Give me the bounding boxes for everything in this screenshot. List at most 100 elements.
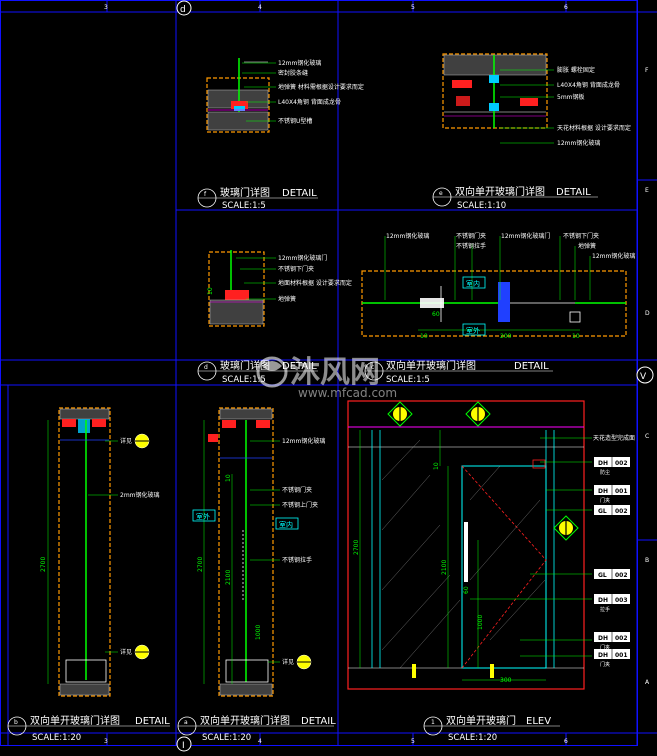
elevation-dimension: 300 (500, 677, 512, 684)
material-tag-code: DH (598, 488, 608, 495)
axis-marker-bottom: I (176, 736, 192, 752)
detail-a-room-out: 室外 (196, 512, 210, 521)
detail-c-title-block: c (364, 361, 553, 381)
detail-a-note: 不锈钢拉手 (282, 556, 312, 564)
detail-f-note: 地弹簧 材料需根据设计要求而定 (278, 83, 364, 91)
detail-f-drawing (206, 58, 270, 133)
elevation-scale: SCALE:1:20 (448, 733, 497, 743)
detail-f-title: 玻璃门详图 (220, 186, 270, 199)
watermark-url: www.mfcad.com (298, 386, 397, 400)
detail-c-dimension: 60 (432, 311, 440, 318)
detail-f-title-en: DETAIL (282, 188, 317, 199)
elevation-dimension: 60 (463, 586, 470, 594)
material-tag-code: DH (598, 652, 608, 659)
grid-row-label: B (645, 557, 649, 564)
detail-a-note: 12mm钢化玻璃 (282, 437, 325, 445)
detail-e-leaders (500, 69, 554, 144)
material-tag-label: 门夹 (600, 661, 610, 668)
detail-d-title-en: DETAIL (282, 361, 317, 372)
detail-c-dimension: 10 (572, 333, 580, 340)
grid-col-label-bottom: 5 (411, 738, 415, 745)
watermark-brand: 沐风网 (290, 355, 380, 390)
detail-a-callout: 详见 (282, 658, 294, 666)
detail-e-note: 天花材料根据 设计要求而定 (557, 124, 631, 132)
grid-col-label-top: 4 (258, 4, 262, 11)
detail-d-note: 不锈钢下门夹 (278, 265, 314, 273)
axis-marker-top: d (176, 0, 192, 16)
room-out-box (192, 509, 216, 522)
elevation-dimension: 2700 (353, 540, 360, 555)
room-out-box (462, 323, 486, 336)
detail-d-note: 12mm钢化玻璃门 (278, 254, 327, 262)
grid-col-label-top: 6 (564, 4, 568, 11)
detail-e-note: 膨胀 螺栓固定 (557, 66, 595, 74)
elevation-leaders (470, 437, 592, 657)
detail-a-room-in: 室内 (279, 520, 293, 529)
detail-c-room-out: 室外 (466, 326, 480, 335)
svg-text:e: e (439, 190, 443, 197)
detail-f-title-block: f (197, 188, 318, 208)
detail-b-title-en: DETAIL (135, 716, 170, 727)
detail-a-drawing (203, 407, 274, 697)
grid-row-label: C (645, 433, 649, 440)
elevation-glass-hatch (381, 439, 546, 669)
svg-text:f: f (204, 191, 207, 198)
grid-row-label: F (645, 67, 649, 74)
grid-col-label-bottom: 4 (258, 738, 262, 745)
svg-text:a: a (184, 719, 188, 726)
elevation-dimension: 2100 (441, 560, 448, 575)
grid-col-label-bottom: 3 (104, 738, 108, 745)
detail-d-title-block: d (197, 361, 318, 381)
material-tag-code: DH (598, 460, 608, 467)
elevation-title-en: ELEV (526, 716, 551, 727)
detail-f-scale: SCALE:1:5 (222, 201, 266, 211)
detail-c-note: 地弹簧 (578, 242, 596, 250)
detail-b-note: 2mm钢化玻璃 (120, 491, 160, 499)
detail-e-title-en: DETAIL (556, 187, 591, 198)
room-in-box (275, 517, 299, 530)
material-tag-label: 门夹 (600, 644, 610, 651)
detail-b-callout-icon (134, 433, 150, 660)
detail-c-note: 12mm钢化玻璃 (592, 252, 635, 260)
grid-row-label: E (645, 187, 649, 194)
detail-d-drawing (208, 250, 265, 327)
material-tag-code: DH (598, 635, 608, 642)
detail-f-note: L40X4角钢 背面成龙骨 (278, 98, 341, 106)
detail-e-scale: SCALE:1:10 (457, 201, 506, 211)
material-tag-number: 001 (615, 488, 628, 495)
detail-e-note: 5mm钢板 (557, 93, 585, 101)
elevation-dimension: 10 (433, 462, 440, 470)
svg-text:b: b (14, 719, 18, 726)
elevation-material-tags (594, 457, 630, 659)
detail-b-title: 双向单开玻璃门详图 (30, 714, 120, 727)
detail-a-callout-icon (296, 654, 312, 670)
detail-f-note: 不锈钢U型槽 (278, 117, 312, 125)
elevation-dimension: 1000 (477, 615, 484, 630)
detail-c-note: 12mm钢化玻璃门 (501, 232, 550, 240)
material-tag-number: 002 (615, 572, 628, 579)
elevation-ceiling-note: 天花造型完成面 (593, 434, 635, 442)
detail-c-dimension: 200 (500, 333, 512, 340)
detail-e-note: 12mm钢化玻璃 (557, 139, 600, 147)
material-tag-code: DH (598, 597, 608, 604)
material-tag-number: 002 (615, 635, 628, 642)
detail-c-note: 12mm钢化玻璃 (386, 232, 429, 240)
material-tag-number: 002 (615, 460, 628, 467)
material-tag-label: 防尘 (600, 469, 610, 476)
detail-a-dimension: 1000 (255, 625, 262, 640)
svg-text:I: I (182, 741, 185, 751)
detail-e-title-block: e (432, 187, 598, 207)
detail-d-note: 地面材料根据 设计要求而定 (278, 279, 352, 287)
room-in-box (462, 276, 486, 289)
detail-a-note: 不锈钢上门夹 (282, 501, 318, 509)
detail-f-note: 密封胶条缝 (278, 69, 308, 77)
detail-e-drawing (442, 53, 548, 129)
detail-b-dimension: 2700 (40, 557, 47, 572)
detail-b-title-block: b (7, 716, 170, 736)
detail-c-dimension: 10 (420, 333, 428, 340)
detail-c-title-en: DETAIL (514, 361, 549, 372)
material-tag-label: 门夹 (600, 497, 610, 504)
detail-a-dimension: 10 (225, 474, 232, 482)
